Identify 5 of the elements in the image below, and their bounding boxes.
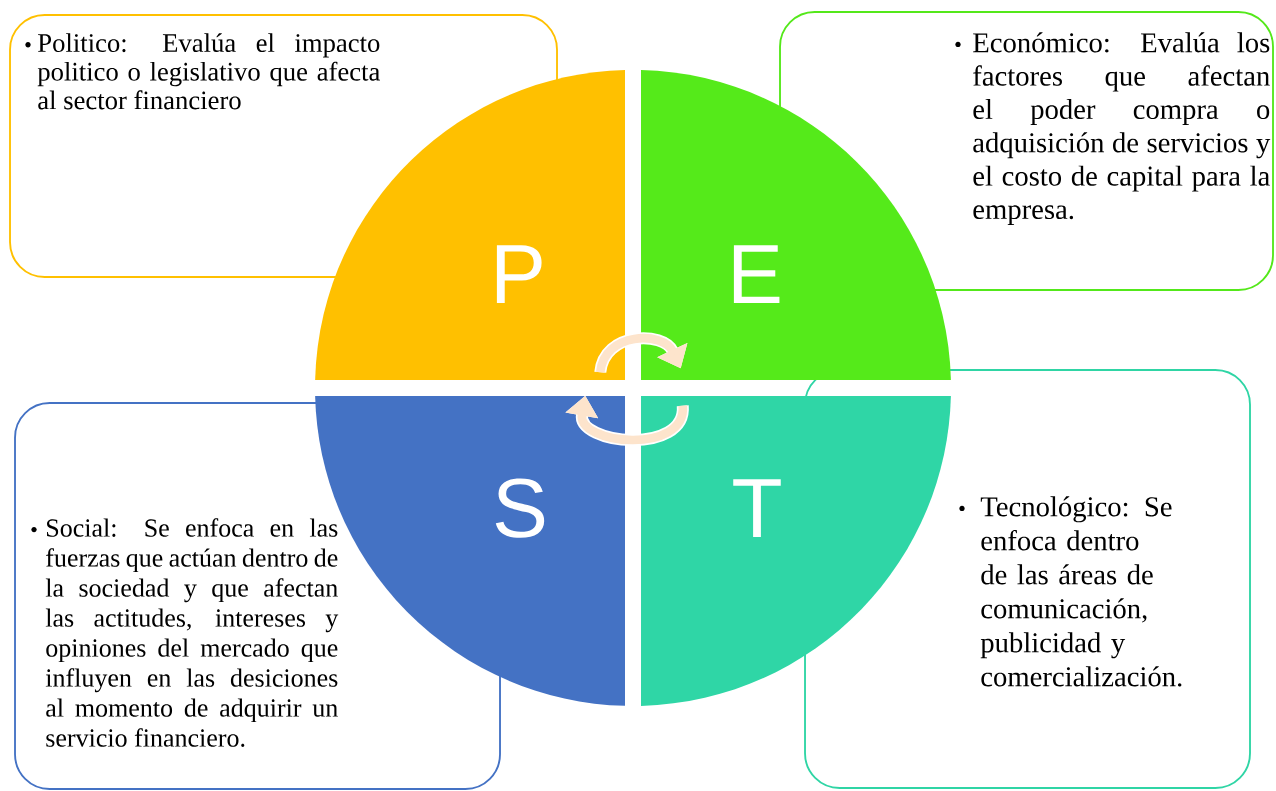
circle-quadrant: E (641, 70, 951, 380)
circle-quadrant: T (641, 396, 951, 706)
cycle-arrow (594, 332, 688, 374)
description-text: Tecnológico: Se enfoca dentro de las áreas de comunicación, publicidad y comercialización. (980, 496, 1182, 687)
description-text: Económico: Evalúa los factores que afectan el poder compra o adquisición de servicios y el costo de capital para la empresa. (973, 32, 1271, 225)
